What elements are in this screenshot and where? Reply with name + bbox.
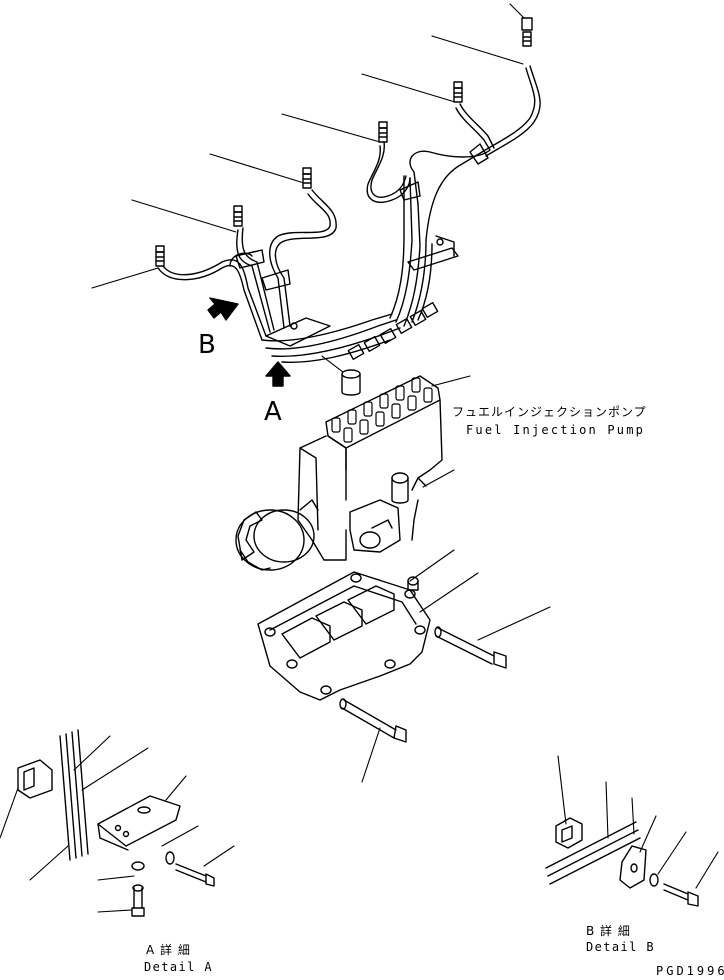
pump-name-en: Fuel Injection Pump xyxy=(466,423,646,437)
detail-b-title-en: Detail B xyxy=(586,940,655,954)
fuel-injection-pump xyxy=(235,375,443,591)
detail-b-title-jp: B 詳 細 xyxy=(586,924,631,938)
pipe-fittings xyxy=(155,17,533,361)
detail-b-drawing xyxy=(545,755,719,907)
view-label-a: A xyxy=(264,397,282,427)
view-arrow-a xyxy=(265,361,291,387)
detail-a-title-en: Detail A xyxy=(144,960,213,974)
detail-a-title-jp: A 詳 細 xyxy=(146,943,191,957)
injection-pipes xyxy=(157,65,541,363)
detail-a-drawing xyxy=(0,729,235,917)
pump-bracket xyxy=(257,571,431,701)
drawing-code: PGD1996 xyxy=(656,964,724,978)
sleeve xyxy=(341,369,361,396)
bracket-bolts xyxy=(339,626,507,743)
view-label-b: B xyxy=(198,330,216,360)
view-arrow-b xyxy=(207,297,239,321)
leader-lines xyxy=(91,3,551,783)
pump-name-jp: フュエルインジェクションポンプ xyxy=(452,405,647,419)
